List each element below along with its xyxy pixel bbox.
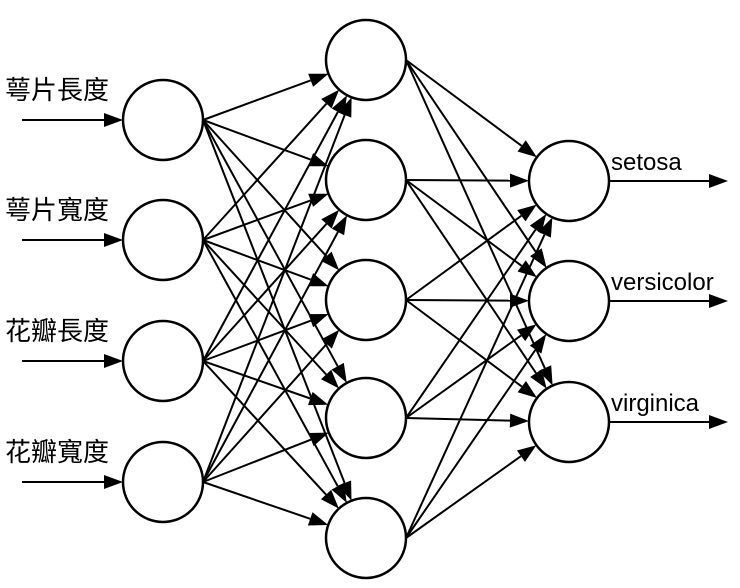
input-arrow-arrowhead: [104, 233, 123, 247]
hidden-output-edge-arrowhead: [517, 324, 537, 342]
output-arrow-arrowhead: [709, 415, 728, 429]
output-node: [527, 380, 611, 464]
input-node: [121, 440, 205, 524]
input-hidden-edge: [202, 103, 328, 241]
input-hidden-edge: [202, 114, 346, 483]
input-hidden-edge: [202, 119, 346, 484]
output-label: versicolor: [611, 269, 714, 296]
input-hidden-edge: [202, 239, 327, 376]
input-hidden-edge: [202, 231, 339, 483]
output-node: [527, 139, 611, 223]
input-hidden-edge-arrowhead: [321, 251, 340, 271]
hidden-output-edge-arrowhead: [510, 293, 529, 308]
input-label: 萼片寬度: [5, 195, 109, 225]
input-hidden-edge: [202, 199, 311, 241]
hidden-output-edge: [405, 179, 537, 374]
hidden-node: [324, 138, 408, 222]
input-hidden-edge-arrowhead: [320, 489, 339, 509]
input-arrow-arrowhead: [104, 475, 123, 489]
input-hidden-edge-arrowhead: [321, 209, 340, 229]
hidden-node: [324, 258, 408, 342]
input-hidden-edge-arrowhead: [321, 89, 340, 109]
input-hidden-edge-arrowhead: [308, 314, 329, 328]
input-hidden-edge: [202, 79, 311, 121]
hidden-output-edge: [405, 179, 523, 267]
output-arrow-arrowhead: [709, 174, 728, 188]
hidden-output-edge: [405, 229, 537, 419]
hidden-output-edge: [405, 349, 537, 539]
input-hidden-edge: [202, 111, 339, 362]
output-arrow-arrowhead: [709, 294, 728, 308]
input-hidden-edge: [202, 481, 311, 520]
hidden-output-edge-arrowhead: [516, 445, 537, 462]
input-hidden-edge-arrowhead: [308, 273, 329, 287]
input-hidden-edge-arrowhead: [338, 97, 352, 118]
hidden-output-edge-arrowhead: [509, 413, 529, 428]
output-node: [527, 259, 611, 343]
hidden-output-edge-arrowhead: [538, 217, 553, 238]
input-label: 花瓣長度: [5, 316, 109, 346]
hidden-output-edge: [405, 334, 522, 419]
input-arrow-arrowhead: [104, 354, 123, 368]
hidden-output-edge-arrowhead: [517, 381, 537, 398]
hidden-node: [324, 376, 408, 460]
input-label: 花瓣寬度: [5, 437, 109, 467]
input-hidden-edge: [202, 438, 312, 483]
input-hidden-edge-arrowhead: [321, 369, 339, 389]
input-hidden-edge-arrowhead: [308, 193, 329, 207]
input-hidden-edge: [202, 119, 328, 257]
hidden-node: [324, 18, 408, 102]
input-label: 萼片長度: [5, 75, 109, 105]
hidden-output-edge-arrowhead: [517, 140, 537, 158]
input-hidden-edge: [202, 119, 311, 161]
hidden-output-edge-arrowhead: [517, 204, 537, 222]
hidden-output-edge-arrowhead: [530, 369, 547, 389]
input-hidden-edge-arrowhead: [331, 482, 347, 503]
hidden-output-edge-arrowhead: [530, 248, 547, 268]
output-label: virginica: [611, 390, 700, 417]
hidden-node: [324, 496, 408, 580]
hidden-output-edge-arrowhead: [517, 260, 537, 278]
output-label: setosa: [611, 149, 682, 176]
hidden-output-edge: [405, 455, 522, 539]
input-hidden-edge: [202, 239, 339, 487]
input-hidden-edge-arrowhead: [308, 73, 329, 87]
hidden-output-edge: [405, 299, 511, 302]
input-arrow-arrowhead: [104, 113, 123, 127]
hidden-output-edge: [405, 179, 511, 182]
hidden-output-edge: [405, 417, 511, 422]
input-hidden-edge: [202, 360, 311, 400]
hidden-output-edge: [405, 214, 522, 301]
hidden-output-edge-arrowhead: [510, 173, 529, 188]
input-hidden-edge-arrowhead: [308, 432, 329, 447]
hidden-output-edge: [405, 299, 523, 388]
input-hidden-edge-arrowhead: [321, 329, 340, 349]
input-hidden-edge-arrowhead: [308, 153, 329, 167]
hidden-output-edge: [405, 59, 537, 253]
input-hidden-edge: [202, 223, 328, 362]
hidden-output-edge: [405, 59, 546, 369]
input-node: [121, 319, 205, 403]
input-node: [121, 78, 205, 162]
hidden-output-edge: [405, 59, 523, 147]
input-hidden-edge-arrowhead: [331, 362, 347, 383]
input-hidden-edge-arrowhead: [331, 215, 347, 236]
input-hidden-edge-arrowhead: [307, 512, 329, 526]
input-hidden-edge: [202, 343, 328, 483]
input-hidden-edge-arrowhead: [308, 391, 329, 406]
hidden-output-edge: [405, 234, 546, 539]
hidden-output-edge-arrowhead: [529, 334, 547, 354]
input-hidden-edge: [202, 360, 327, 496]
input-node: [121, 198, 205, 282]
